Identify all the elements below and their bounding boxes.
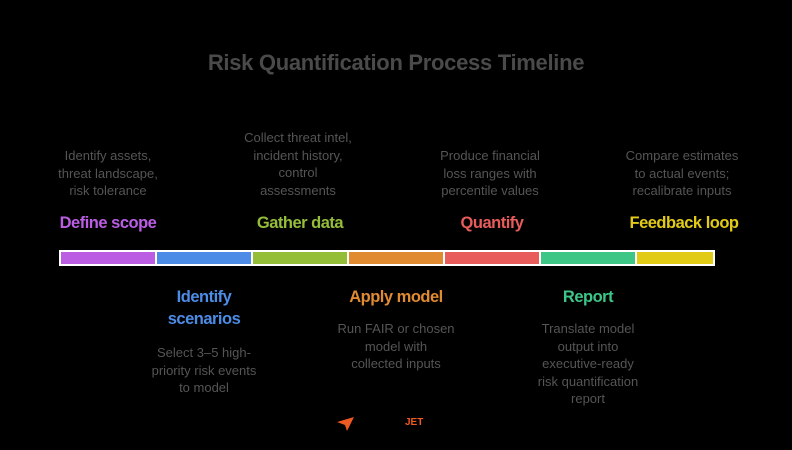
- timeline-segment-feedback-loop: [637, 252, 713, 264]
- step-label-quantify: Quantify: [460, 214, 524, 232]
- step-label-report: Report: [562, 288, 614, 306]
- step-label-apply-model: Apply model: [349, 288, 443, 306]
- timeline-segment-report: [541, 252, 635, 264]
- step-label-feedback-loop: Feedback loop: [629, 214, 739, 232]
- timeline-segment-apply-model: [349, 252, 443, 264]
- step-description-gather-data: Collect threat intel,incident history,co…: [244, 130, 352, 198]
- timeline-segment-quantify: [445, 252, 539, 264]
- timeline-segment-gather-data: [253, 252, 347, 264]
- paper-plane-icon: [337, 417, 354, 431]
- diagram-title: Risk Quantification Process Timeline: [207, 50, 585, 75]
- step-label-gather-data: Gather data: [256, 214, 344, 232]
- logo-text: JET: [405, 417, 424, 428]
- step-description-define-scope: Identify assets,threat landscape,risk to…: [58, 148, 158, 198]
- timeline-segment-define-scope: [61, 252, 155, 264]
- step-label-define-scope: Define scope: [59, 214, 157, 232]
- timeline-segment-identify-scenarios: [157, 252, 251, 264]
